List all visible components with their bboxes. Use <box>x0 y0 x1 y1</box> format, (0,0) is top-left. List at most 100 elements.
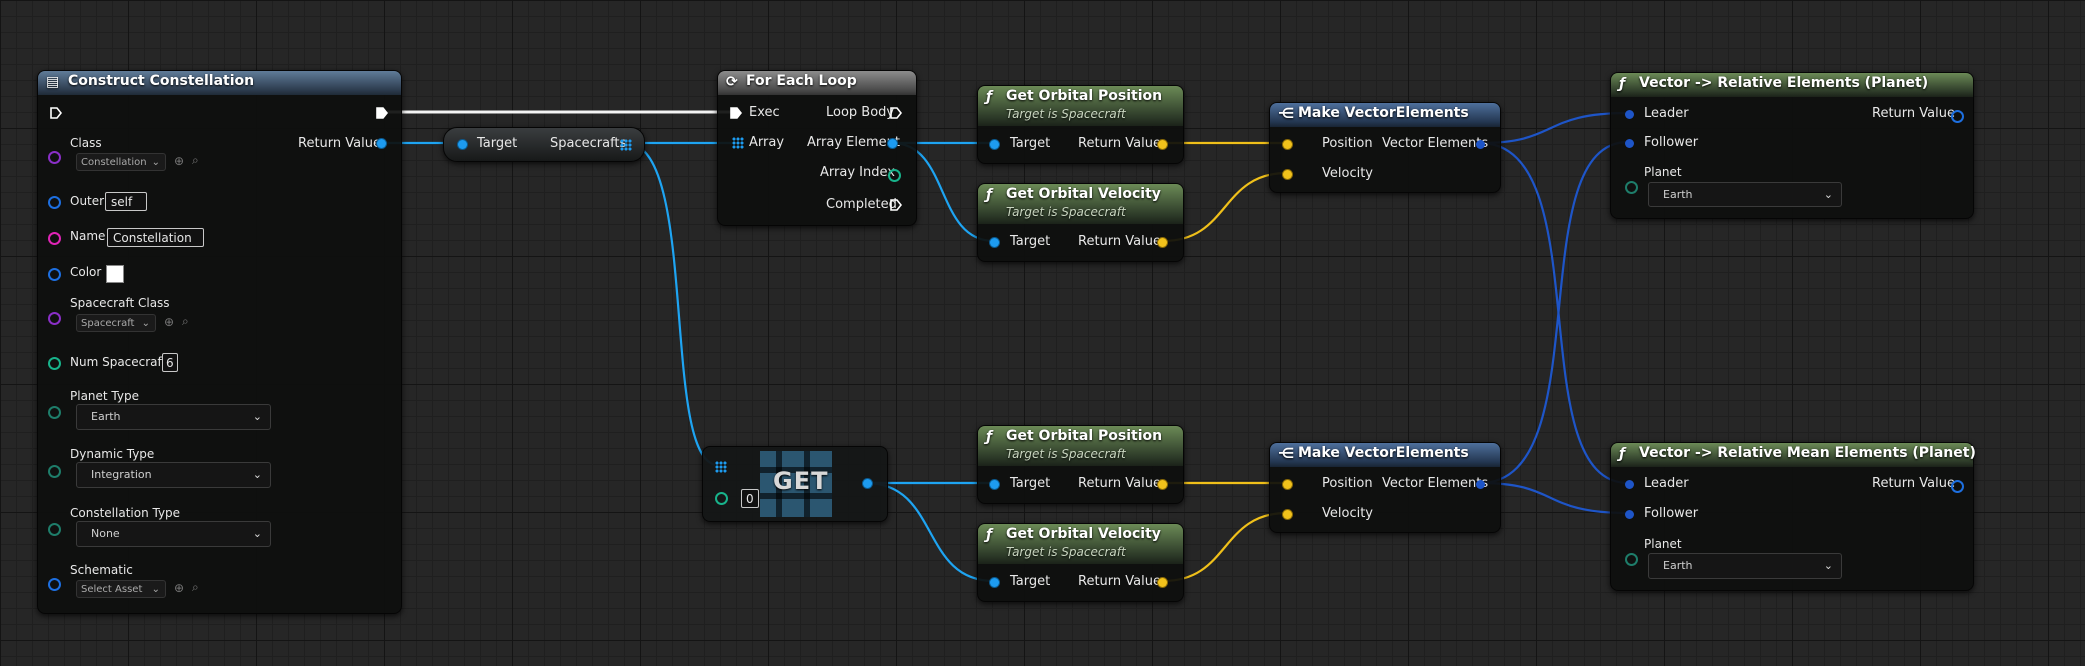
get-output-pin[interactable] <box>863 479 872 488</box>
array-element-pin[interactable] <box>888 139 897 148</box>
spacecrafts-getter-node[interactable]: Target Spacecrafts <box>443 127 645 162</box>
get-orbital-position-node[interactable]: ƒ Get Orbital Position Target is Spacecr… <box>977 85 1184 164</box>
function-header[interactable]: ƒ Vector -> Relative Elements (Planet) <box>1611 73 1973 97</box>
browse-search-icon[interactable]: ⌕ <box>192 153 199 167</box>
num-spacecraft-field[interactable]: 6 <box>162 353 178 372</box>
class-pin[interactable] <box>48 151 61 164</box>
color-pin[interactable] <box>48 268 61 281</box>
get-orbital-velocity-node[interactable]: ƒ Get Orbital Velocity Target is Spacecr… <box>977 183 1184 262</box>
target-pin[interactable] <box>990 238 999 247</box>
position-pin[interactable] <box>1283 140 1292 149</box>
return-value-pin[interactable] <box>1158 238 1167 247</box>
planet-type-dropdown[interactable]: Earth⌄ <box>76 404 271 430</box>
struct-header[interactable]: ⋲ Make VectorElements <box>1270 103 1500 127</box>
for-each-loop-node[interactable]: ⟳ For Each Loop Exec Loop Body Array Arr… <box>717 70 917 226</box>
getter-target-pin[interactable] <box>458 140 467 149</box>
return-value-label: Return Value <box>1078 136 1161 151</box>
browse-search-icon[interactable]: ⌕ <box>182 314 189 328</box>
construct-constellation-node[interactable]: ▤ Construct Constellation Return Value C… <box>37 70 402 614</box>
chevron-down-icon: ⌄ <box>252 410 262 423</box>
planet-label: Planet <box>1644 165 1682 179</box>
leader-pin[interactable] <box>1625 110 1634 119</box>
return-value-pin[interactable] <box>1158 480 1167 489</box>
color-swatch[interactable] <box>106 265 124 283</box>
array-grid-icon[interactable] <box>732 137 744 149</box>
use-selected-icon[interactable]: ⊕ <box>174 581 185 595</box>
planet-dropdown[interactable]: Earth⌄ <box>1648 553 1842 579</box>
make-vector-elements-node[interactable]: ⋲ Make VectorElements Position Vector El… <box>1269 442 1501 533</box>
completed-pin[interactable] <box>890 199 902 211</box>
outer-field[interactable]: self <box>105 192 147 211</box>
loop-body-pin[interactable] <box>890 107 902 119</box>
dynamic-type-dropdown[interactable]: Integration⌄ <box>76 462 271 488</box>
follower-pin[interactable] <box>1625 139 1634 148</box>
function-header[interactable]: ƒ Get Orbital Velocity Target is Spacecr… <box>978 524 1183 564</box>
target-pin[interactable] <box>990 578 999 587</box>
function-header[interactable]: ƒ Vector -> Relative Mean Elements (Plan… <box>1611 443 1976 467</box>
exec-in-pin[interactable] <box>730 107 742 119</box>
relative-elements-node[interactable]: ƒ Vector -> Relative Elements (Planet) L… <box>1610 72 1974 219</box>
browse-search-icon[interactable]: ⌕ <box>192 580 199 594</box>
index-pin[interactable] <box>715 492 728 505</box>
follower-pin[interactable] <box>1625 510 1634 519</box>
target-pin[interactable] <box>990 480 999 489</box>
array-get-node[interactable]: GET 0 <box>702 446 888 522</box>
function-header[interactable]: ƒ Get Orbital Velocity Target is Spacecr… <box>978 184 1183 224</box>
name-field[interactable]: Constellation <box>107 228 204 247</box>
target-label: Target <box>1010 136 1051 151</box>
array-grid-icon[interactable] <box>620 139 632 151</box>
vector-elements-pin[interactable] <box>1476 480 1485 489</box>
return-value-label: Return Value <box>1872 476 1955 491</box>
get-node-background-grid-icon <box>760 451 832 517</box>
target-label: Target <box>1010 476 1051 491</box>
index-field[interactable]: 0 <box>741 489 759 508</box>
exec-out-pin[interactable] <box>376 107 388 119</box>
spacecraft-class-dropdown[interactable]: Spacecraft⌄ <box>76 314 156 332</box>
constellation-type-dropdown[interactable]: None⌄ <box>76 521 271 547</box>
velocity-label: Velocity <box>1322 166 1373 181</box>
leader-label: Leader <box>1644 106 1689 121</box>
get-orbital-velocity-node[interactable]: ƒ Get Orbital Velocity Target is Spacecr… <box>977 523 1184 602</box>
return-value-pin[interactable] <box>1158 140 1167 149</box>
velocity-pin[interactable] <box>1283 510 1292 519</box>
num-spacecraft-pin[interactable] <box>48 357 61 370</box>
return-value-pin[interactable] <box>1951 480 1964 493</box>
schematic-pin[interactable] <box>48 578 61 591</box>
make-vector-elements-node[interactable]: ⋲ Make VectorElements Position Vector El… <box>1269 102 1501 193</box>
velocity-pin[interactable] <box>1283 170 1292 179</box>
constellation-type-pin[interactable] <box>48 523 61 536</box>
array-index-pin[interactable] <box>888 169 901 182</box>
dynamic-type-pin[interactable] <box>48 465 61 478</box>
target-pin[interactable] <box>990 140 999 149</box>
relative-mean-elements-node[interactable]: ƒ Vector -> Relative Mean Elements (Plan… <box>1610 442 1976 591</box>
constellation-type-label: Constellation Type <box>70 506 181 520</box>
function-header[interactable]: ƒ Get Orbital Position Target is Spacecr… <box>978 86 1183 126</box>
exec-in-pin[interactable] <box>50 107 62 119</box>
use-selected-icon[interactable]: ⊕ <box>164 315 175 329</box>
function-title: Get Orbital Position <box>1006 428 1163 444</box>
return-value-pin[interactable] <box>1158 578 1167 587</box>
wire-ve1-leader2 <box>1479 141 1629 485</box>
leader-pin[interactable] <box>1625 480 1634 489</box>
planet-pin[interactable] <box>1625 181 1638 194</box>
array-grid-icon[interactable] <box>715 461 727 473</box>
planet-dropdown[interactable]: Earth⌄ <box>1648 182 1842 207</box>
return-value-pin[interactable] <box>1951 110 1964 123</box>
struct-header[interactable]: ⋲ Make VectorElements <box>1270 443 1500 467</box>
outer-pin[interactable] <box>48 196 61 209</box>
function-header[interactable]: ƒ Get Orbital Position Target is Spacecr… <box>978 426 1183 466</box>
return-value-pin[interactable] <box>377 139 386 148</box>
planet-pin[interactable] <box>1625 553 1638 566</box>
get-orbital-position-node[interactable]: ƒ Get Orbital Position Target is Spacecr… <box>977 425 1184 504</box>
use-selected-icon[interactable]: ⊕ <box>174 154 185 168</box>
foreach-header[interactable]: ⟳ For Each Loop <box>718 71 916 95</box>
name-pin[interactable] <box>48 232 61 245</box>
class-dropdown[interactable]: Constellation⌄ <box>76 153 166 171</box>
position-pin[interactable] <box>1283 480 1292 489</box>
schematic-dropdown[interactable]: Select Asset⌄ <box>76 580 166 598</box>
spacecraft-class-pin[interactable] <box>48 312 61 325</box>
vector-elements-pin[interactable] <box>1476 140 1485 149</box>
planet-type-pin[interactable] <box>48 406 61 419</box>
construct-node-header[interactable]: ▤ Construct Constellation <box>38 71 401 95</box>
